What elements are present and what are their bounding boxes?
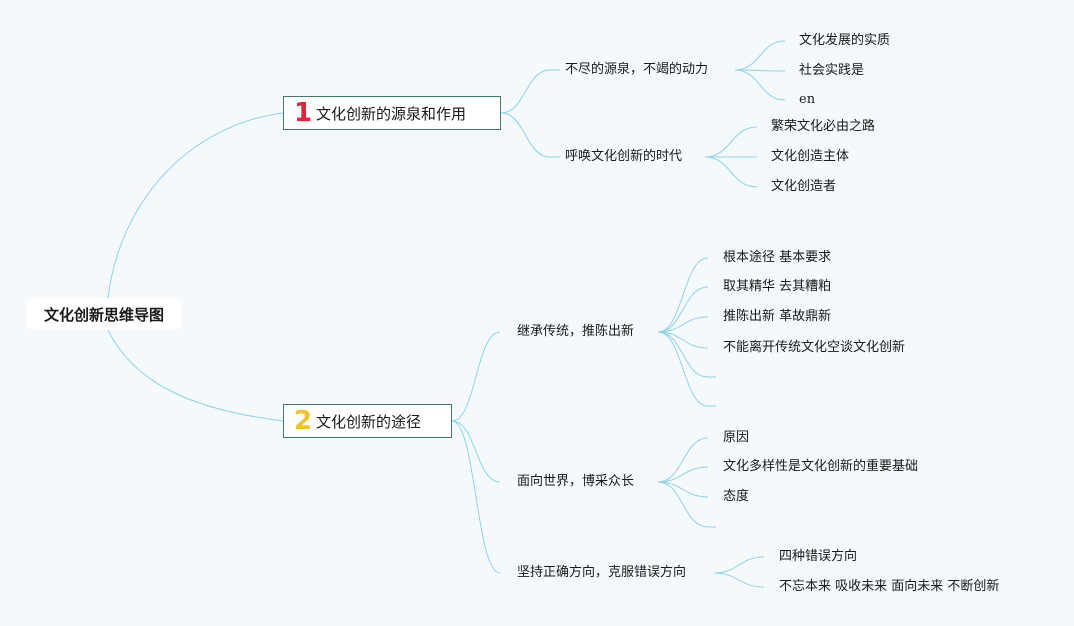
leaf-2-1-3[interactable]: 推陈出新 革故鼎新 [723,309,832,324]
connector-leaf-2-1-4 [657,331,709,349]
connector-leaf-2-1-5 [657,331,709,378]
leaf-1-1-3[interactable]: en [799,92,816,107]
connector-b1-topic1 [500,69,551,114]
leaf-1-2-2[interactable]: 文化创造主体 [771,149,850,164]
connector-b2-topic1 [451,331,501,422]
connector-leaf-1-1-2 [734,69,786,72]
leaf-2-1-1[interactable]: 根本途径 基本要求 [723,250,832,265]
leaf-1-1-1[interactable]: 文化发展的实质 [799,33,891,48]
branch-1-node[interactable]: 1 文化创新的源泉和作用 [283,96,501,130]
branch-1-number: 1 [294,98,313,128]
connector-leaf-2-1-2 [657,286,709,333]
connector-b1-topic2 [500,112,551,158]
leaf-1-2-1[interactable]: 繁荣文化必由之路 [771,119,876,134]
root-label: 文化创新思维导图 [43,305,164,324]
connector-leaf-1-1-1 [734,40,786,71]
leaf-2-2-2[interactable]: 文化多样性是文化创新的重要基础 [723,459,919,474]
topic-2-3[interactable]: 坚持正确方向，克服错误方向 [517,565,687,580]
connector-leaf-2-2-4 [657,481,709,528]
connector-leaf-2-1-3 [657,316,709,333]
connector-leaf-2-2-2 [657,466,709,483]
topic-1-1[interactable]: 不尽的源泉，不竭的动力 [565,62,709,77]
leaf-2-2-1[interactable]: 原因 [723,430,750,445]
leaf-2-1-2[interactable]: 取其精华 去其糟粕 [723,279,832,294]
branch-2-node[interactable]: 2 文化创新的途径 [283,404,452,438]
leaf-1-1-2[interactable]: 社会实践是 [799,63,865,78]
connector-root-branch-2 [107,329,284,422]
connector-root-branch-1 [107,112,284,299]
topic-2-1[interactable]: 继承传统，推陈出新 [517,324,635,339]
connector-leaf-1-1-3 [734,69,786,101]
connector-leaf-2-2-3 [657,481,709,498]
branch-2-label: 文化创新的途径 [316,412,422,431]
leaf-1-2-3[interactable]: 文化创造者 [771,179,837,194]
topic-2-2[interactable]: 面向世界，博采众长 [517,474,635,489]
root-node[interactable]: 文化创新思维导图 [26,298,182,330]
leaf-2-3-1[interactable]: 四种错误方向 [779,549,858,564]
connector-leaf-2-2-1 [657,437,709,483]
branch-2-number: 2 [294,406,313,436]
connector-leaf-1-2-1 [704,126,758,158]
connector-leaf-2-3-1 [713,556,765,574]
topic-1-2[interactable]: 呼唤文化创新的时代 [565,149,683,164]
branch-1-label: 文化创新的源泉和作用 [316,104,467,123]
connector-b2-topic3 [451,420,501,574]
leaf-2-1-4[interactable]: 不能离开传统文化空谈文化创新 [723,340,906,355]
connector-leaf-2-1-1 [657,257,709,333]
connector-leaf-1-2-3 [704,156,758,188]
connector-b2-topic2 [451,420,501,483]
connector-leaf-2-1-6 [657,331,709,407]
leaf-2-2-3[interactable]: 态度 [723,489,750,504]
connector-leaf-2-3-2 [713,572,765,588]
leaf-2-3-2[interactable]: 不忘本来 吸收未来 面向未来 不断创新 [779,579,1000,594]
